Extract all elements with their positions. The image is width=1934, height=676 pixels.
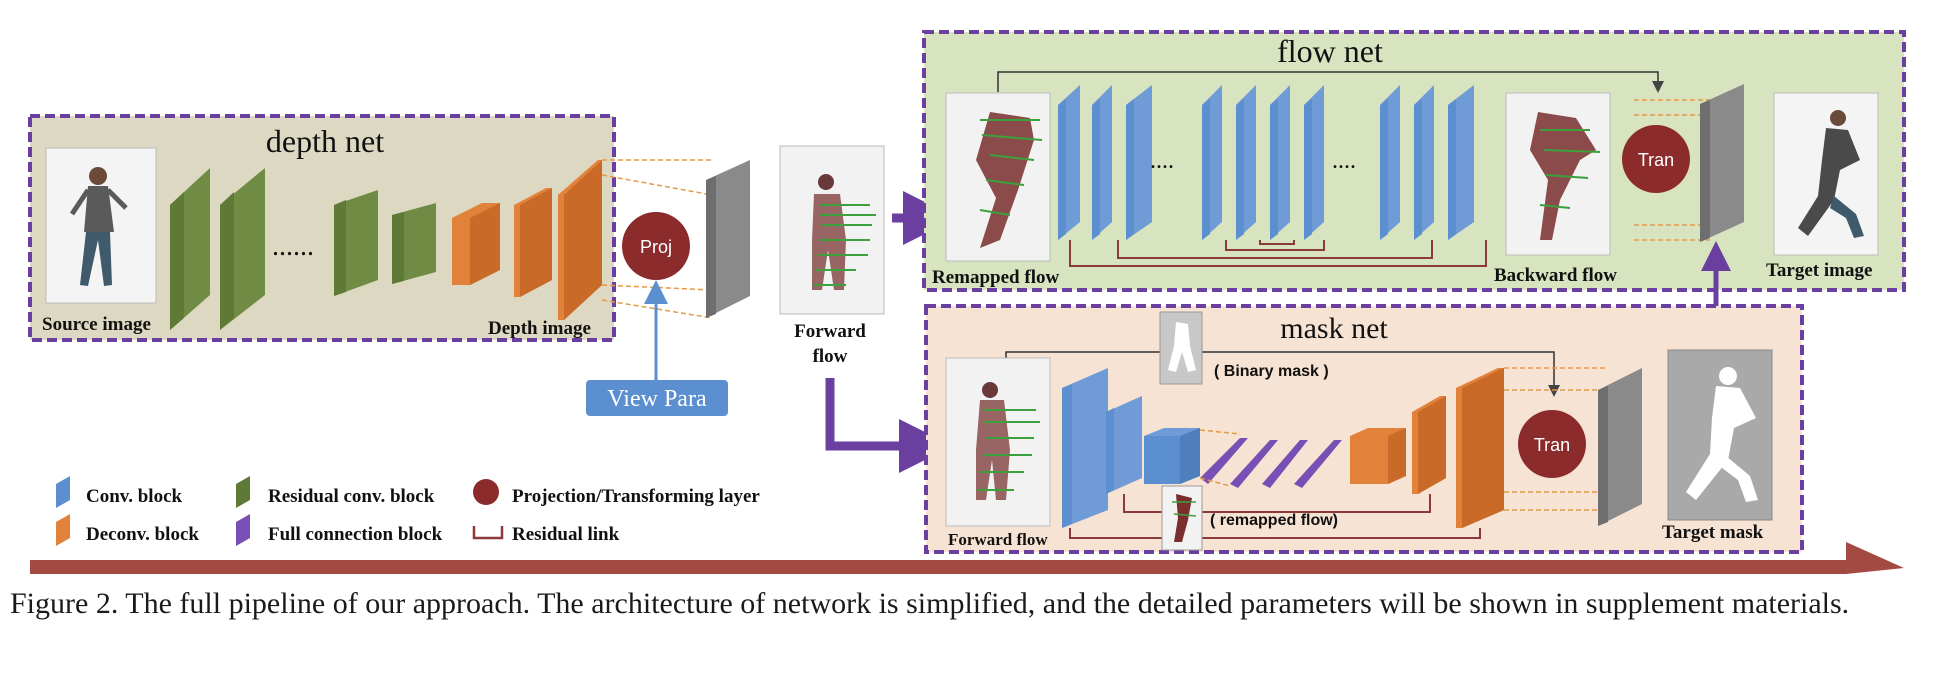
conv-block — [1380, 85, 1400, 240]
fc-block — [1200, 438, 1248, 484]
legend-deconv-icon — [56, 514, 70, 546]
target-mask-image — [1667, 349, 1773, 521]
svg-text:Tran: Tran — [1534, 435, 1570, 455]
conv-block — [1270, 85, 1290, 240]
remapped-flow-image — [945, 92, 1051, 262]
proj-node: Proj — [622, 212, 690, 280]
fc-block — [1294, 440, 1342, 488]
legend-residual-conv: Residual conv. block — [268, 486, 435, 507]
mask-net-panel: mask net ( Binary mask ) Forward flow — [924, 304, 1804, 554]
depth-net-dots: ...... — [272, 231, 314, 262]
svg-text:Proj: Proj — [640, 237, 672, 257]
conv-block — [1448, 85, 1474, 240]
remapped-flow-thumb — [1161, 485, 1203, 551]
legend-projection: Projection/Transforming layer — [512, 486, 760, 507]
conv-block — [1236, 85, 1256, 240]
depth-net-title: depth net — [266, 123, 384, 159]
deconv-block — [1350, 428, 1406, 484]
conv-block — [1126, 85, 1152, 240]
depth-net-panel: depth net Source image ...... — [28, 114, 616, 342]
depth-projection-connectors — [601, 159, 713, 319]
svg-text:View Para: View Para — [607, 386, 707, 412]
target-mask-label: Target mask — [1662, 522, 1764, 543]
flow-net-residual-links — [1069, 240, 1487, 267]
residual-block — [220, 168, 265, 330]
tran-node-mask: Tran — [1518, 410, 1586, 478]
remapped-flow-thumb-label: ( remapped flow) — [1210, 512, 1338, 529]
backward-flow-image — [1505, 92, 1611, 256]
flow-output-slab — [1700, 84, 1744, 242]
source-image-label: Source image — [42, 314, 151, 335]
mask-forward-flow-label: Forward flow — [948, 530, 1048, 549]
deconv-block — [1412, 396, 1446, 494]
residual-block — [392, 203, 436, 284]
target-image — [1773, 92, 1879, 256]
projection-output-slab — [706, 160, 750, 318]
residual-block — [334, 190, 378, 296]
forward-flow-label-line2: flow — [813, 346, 848, 367]
bottom-bar-arrow — [30, 542, 1904, 574]
conv-block — [1092, 85, 1112, 240]
tran-node-flow: Tran — [1622, 125, 1690, 193]
legend-conv-icon — [56, 476, 70, 508]
view-para-box: View Para — [586, 380, 728, 416]
flow-net-dots-2: .... — [1332, 148, 1356, 174]
mask-output-slab — [1598, 368, 1642, 526]
conv-block — [1304, 85, 1324, 240]
legend-full-connection: Full connection block — [268, 524, 443, 545]
mask-forward-flow-image — [945, 357, 1051, 527]
legend: Conv. block Deconv. block Residual conv.… — [56, 476, 760, 546]
legend-residual-link-icon — [472, 526, 504, 540]
mask-net-residual-links — [1069, 494, 1481, 539]
conv-block — [1202, 85, 1222, 240]
flow-net-panel: flow net Remapped flow .... .... — [922, 30, 1906, 292]
target-image-label: Target image — [1766, 260, 1872, 281]
forward-flow-label-line1: Forward — [794, 321, 866, 342]
legend-projection-icon — [473, 479, 499, 505]
binary-mask-label: ( Binary mask ) — [1214, 363, 1329, 380]
conv-block — [1414, 85, 1434, 240]
fc-block — [1262, 440, 1308, 488]
backward-flow-label: Backward flow — [1494, 265, 1617, 286]
fc-block — [1230, 440, 1278, 488]
deconv-block — [452, 203, 500, 285]
deconv-block — [1456, 368, 1504, 528]
forward-flow-image — [779, 145, 885, 315]
remapped-flow-label: Remapped flow — [932, 267, 1059, 288]
residual-block — [170, 168, 210, 330]
conv-block — [1062, 368, 1108, 528]
depth-image-label: Depth image — [488, 318, 591, 339]
deconv-block — [514, 188, 552, 297]
mask-net-title: mask net — [1280, 312, 1388, 345]
conv-block — [1144, 428, 1200, 484]
deconv-block — [558, 160, 602, 320]
legend-residual-link: Residual link — [512, 524, 620, 545]
figure-caption: Figure 2. The full pipeline of our appro… — [10, 587, 1850, 620]
flow-net-title: flow net — [1277, 33, 1383, 69]
pipeline-diagram: depth net Source image ...... — [28, 30, 1906, 574]
legend-deconv: Deconv. block — [86, 524, 199, 545]
conv-block — [1058, 85, 1080, 240]
legend-residual-icon — [236, 476, 250, 508]
legend-fc-icon — [236, 514, 250, 546]
binary-mask-thumb — [1159, 311, 1203, 385]
conv-block — [1106, 396, 1142, 494]
arrow-to-mask-net — [825, 378, 953, 473]
source-image — [45, 147, 157, 304]
flow-net-dots-1: .... — [1150, 148, 1174, 174]
legend-conv: Conv. block — [86, 486, 183, 507]
svg-text:Tran: Tran — [1638, 150, 1674, 170]
